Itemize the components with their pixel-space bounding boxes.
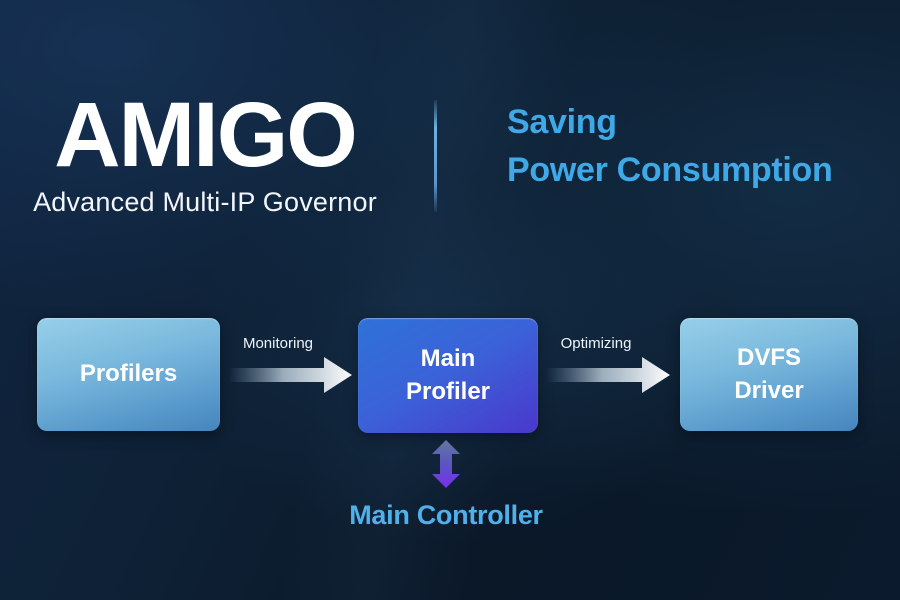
brand-block: AMIGO Advanced Multi-IP Governor xyxy=(30,89,380,218)
controller-label: Main Controller xyxy=(349,500,543,530)
arrow-optimizing-label: Optimizing xyxy=(560,335,632,352)
node-dvfs-driver-label-line1: DVFS xyxy=(736,344,801,372)
node-profilers: Profilers xyxy=(37,318,220,431)
page-subtitle: Advanced Multi-IP Governor xyxy=(33,187,377,217)
header-divider xyxy=(434,100,437,212)
arrow-monitoring: Monitoring xyxy=(228,334,354,397)
node-dvfs-driver: DVFS Driver xyxy=(680,318,858,431)
bidirectional-arrow-icon xyxy=(432,440,460,488)
arrow-monitoring-label: Monitoring xyxy=(242,335,314,352)
node-main-profiler-label-line2: Profiler xyxy=(405,377,491,405)
tagline: Saving Power Consumption xyxy=(507,99,833,194)
arrow-optimizing: Optimizing xyxy=(546,334,672,397)
right-arrow-icon xyxy=(546,357,670,393)
tagline-line-2: Power Consumption xyxy=(507,150,833,189)
tagline-line-1: Saving xyxy=(507,103,617,141)
node-main-profiler: Main Profiler xyxy=(358,318,538,433)
node-profilers-label: Profilers xyxy=(79,360,178,388)
node-dvfs-driver-label-line2: Driver xyxy=(734,376,804,404)
node-main-profiler-label-line1: Main xyxy=(420,345,476,373)
page-title: AMIGO xyxy=(54,84,358,186)
right-arrow-icon xyxy=(228,357,352,393)
